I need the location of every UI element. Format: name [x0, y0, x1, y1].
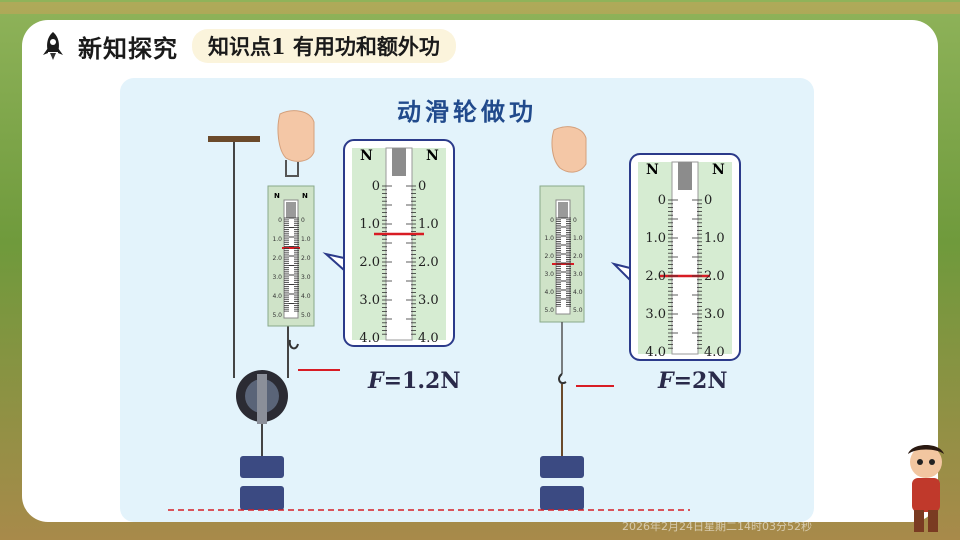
scale-tick-label: 4.0: [359, 331, 380, 346]
magnified-scale-left: 0 0 1.0 1.0 2.0 2.0 3.0 3.0 4.0 4.0 N N: [322, 139, 455, 347]
scale-tick-label: 2.0: [704, 269, 725, 284]
scale-tick-label: 3.0: [645, 307, 666, 322]
right-setup: 0 0 1.0 1.0 2.0 2.0 3.0 3.0 4.0 4.0 5.0 5.0: [539, 126, 614, 510]
scale-tick-label: 0: [573, 217, 577, 224]
experiment-illustration: 0 0 1.0 1.0 2.0 2.0 3.0 3.0 4.0 4.0 5.0 5.0 N N: [168, 110, 741, 511]
rocket-icon: [43, 32, 63, 60]
section-title: 新知探究: [78, 33, 178, 63]
weight-block: [540, 486, 584, 510]
hook-icon: [288, 339, 299, 350]
weight-block: [240, 486, 284, 510]
slide-header: 新知探究 知识点1 有用功和额外功: [40, 28, 456, 64]
scale-tick-label: 0: [550, 217, 554, 224]
mascot-character: [908, 445, 944, 532]
scale-tick-label: 1.0: [573, 235, 583, 242]
scale-tick-label: 2.0: [573, 253, 583, 260]
hook-icon: [558, 373, 567, 384]
scale-tick-label: 4.0: [418, 331, 439, 346]
force-label-right: F=2N: [658, 368, 728, 394]
scale-tick-label: 1.0: [645, 231, 666, 246]
scale-tick-label: 0: [704, 193, 712, 208]
figure-title: 动滑轮做功: [397, 98, 537, 126]
scale-tick-label: 3.0: [418, 293, 439, 308]
weight-block: [240, 456, 284, 478]
scale-tick-label: 2.0: [301, 255, 311, 262]
scale-tick-label: 4.0: [301, 293, 311, 300]
scale-tick-label: 1.0: [301, 236, 311, 243]
scale-tick-label: 1.0: [544, 235, 554, 242]
scale-tick-label: 5.0: [573, 307, 583, 314]
hand-icon: [277, 110, 315, 162]
scale-tick-label: 2.0: [359, 255, 380, 270]
scale-tick-label: 3.0: [704, 307, 725, 322]
timestamp-watermark: 2026年2月24日星期二14时03分52秒: [622, 520, 812, 533]
ceiling-bar: [208, 136, 260, 142]
scale-tick-label: 0: [301, 217, 305, 224]
weight-block: [540, 456, 584, 478]
scale-tick-label: 2.0: [645, 269, 666, 284]
scale-tick-label: 4.0: [544, 289, 554, 296]
scale-tick-label: 2.0: [272, 255, 282, 262]
scale-tick-label: 1.0: [418, 217, 439, 232]
unit-label: N: [646, 162, 659, 178]
unit-label: N: [426, 148, 439, 164]
scale-tick-label: 5.0: [272, 312, 282, 319]
scale-tick-label: 1.0: [359, 217, 380, 232]
scale-tick-label: 3.0: [272, 274, 282, 281]
scale-tick-label: 2.0: [418, 255, 439, 270]
scale-tick-label: 0: [278, 217, 282, 224]
scale-tick-label: 4.0: [573, 289, 583, 296]
left-setup: 0 0 1.0 1.0 2.0 2.0 3.0 3.0 4.0 4.0 5.0 5.0 N N: [208, 110, 340, 510]
scale-tick-label: 4.0: [272, 293, 282, 300]
scale-tick-label: 3.0: [359, 293, 380, 308]
scale-tick-label: 5.0: [544, 307, 554, 314]
topic-title: 知识点1 有用功和额外功: [192, 29, 456, 63]
scale-tick-label: 4.0: [704, 345, 725, 360]
force-label-left: F=1.2N: [368, 368, 461, 394]
background-decor: [0, 2, 960, 14]
scale-tick-label: 1.0: [704, 231, 725, 246]
unit-label: N: [712, 162, 725, 178]
scale-tick-label: 5.0: [301, 312, 311, 319]
scale-tick-label: 3.0: [573, 271, 583, 278]
scale-tick-label: 4.0: [645, 345, 666, 360]
scale-tick-label: 0: [372, 179, 380, 194]
hand-icon: [551, 126, 587, 173]
scale-tick-label: 1.0: [272, 236, 282, 243]
magnified-scale-right: 0 0 1.0 1.0 2.0 2.0 3.0 3.0 4.0 4.0 N N: [610, 153, 741, 361]
unit-label: N: [302, 192, 308, 200]
scale-tick-label: 3.0: [301, 274, 311, 281]
scale-tick-label: 2.0: [544, 253, 554, 260]
scale-tick-label: 0: [658, 193, 666, 208]
unit-label: N: [360, 148, 373, 164]
small-spring-scale-left: 0 0 1.0 1.0 2.0 2.0 3.0 3.0 4.0 4.0 5.0 5.0 N N: [267, 185, 315, 327]
pulley-work-figure: 动滑轮做功 0 0 1.0 1.0 2.0 2.0 3.0 3.0 4.0 4.0 5.0 5.0: [120, 78, 814, 522]
scale-tick-label: 3.0: [544, 271, 554, 278]
unit-label: N: [274, 192, 280, 200]
scale-tick-label: 0: [418, 179, 426, 194]
